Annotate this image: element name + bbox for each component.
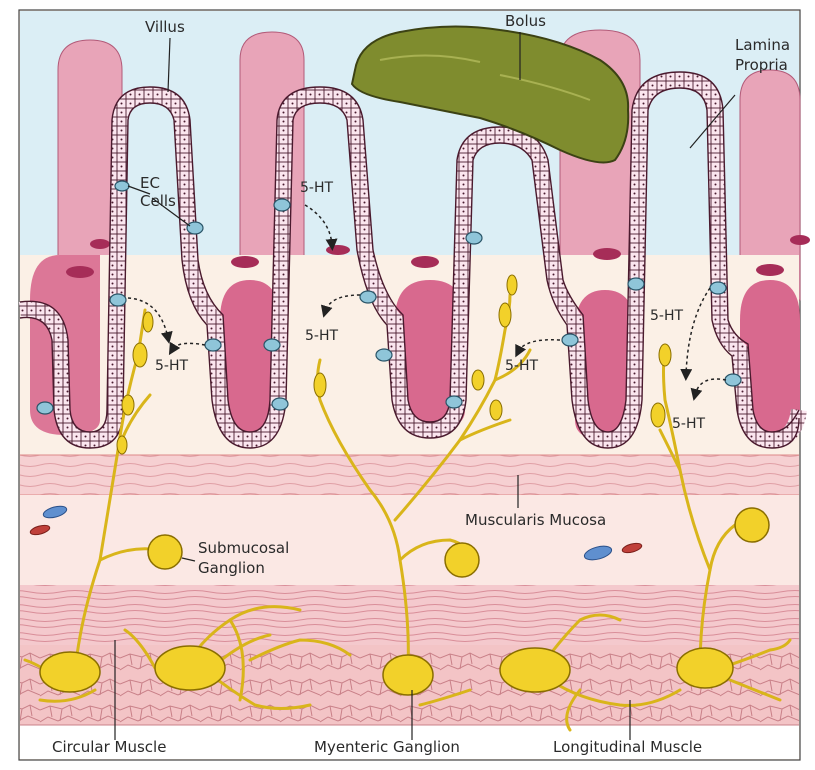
longitudinal-muscle-label: Longitudinal Muscle: [553, 738, 702, 756]
serotonin-label-2: 5-HT: [155, 358, 188, 374]
lamina-propria-label-line1: Lamina: [735, 36, 790, 54]
submucosa: [20, 495, 799, 585]
serotonin-label-5: 5-HT: [650, 308, 683, 324]
ec-cells-label-line1: EC: [140, 174, 160, 192]
muscularis-mucosa-label: Muscularis Mucosa: [465, 511, 606, 529]
serotonin-label-1: 5-HT: [300, 180, 333, 196]
circular-muscle-label: Circular Muscle: [52, 738, 166, 756]
ec-cells-label-line2: Cells: [140, 192, 176, 210]
lamina-propria-label-line2: Propria: [735, 56, 788, 74]
villus-label: Villus: [145, 18, 185, 36]
bolus-label: Bolus: [505, 12, 546, 30]
myenteric-ganglion-label: Myenteric Ganglion: [314, 738, 460, 756]
serotonin-label-3: 5-HT: [305, 328, 338, 344]
submucosal-ganglion-label-line2: Ganglion: [198, 559, 265, 577]
serotonin-label-4: 5-HT: [505, 358, 538, 374]
submucosal-ganglion-label-line1: Submucosal: [198, 539, 289, 557]
serotonin-label-6: 5-HT: [672, 416, 705, 432]
